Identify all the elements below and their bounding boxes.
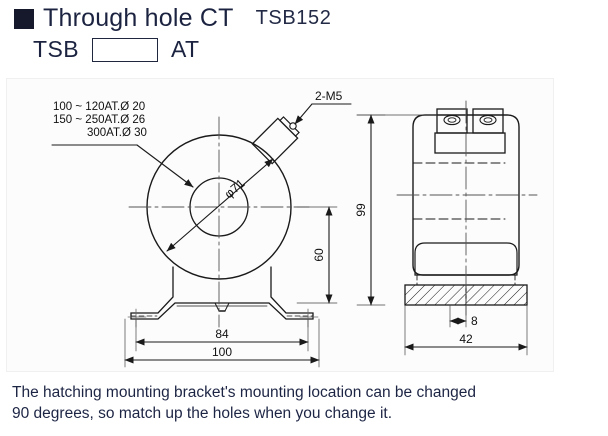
subtitle-row: TSB AT (33, 36, 199, 63)
terminal-blocks-side (434, 108, 506, 154)
dim-100 (124, 318, 320, 368)
spec-leader (51, 144, 194, 188)
bolt-hole-marks (127, 308, 319, 328)
dim-label-99: 99 (354, 203, 368, 217)
page-header: Through hole CT TSB152 TSB AT (0, 0, 608, 76)
dim-label-100: 100 (212, 345, 232, 359)
technical-drawing-panel: 100 ~ 120AT.Ø 20 150 ~ 250AT.Ø 26 300AT.… (6, 78, 554, 372)
mounting-bracket-front (130, 266, 314, 320)
dim-label-84: 84 (215, 327, 229, 341)
side-body-outline (412, 114, 520, 276)
model-number: TSB152 (255, 7, 332, 29)
dim-8 (449, 304, 467, 328)
caption-line-1: The hatching mounting bracket's mounting… (12, 384, 476, 401)
subtitle-prefix: TSB (33, 36, 79, 62)
terminal-label: 2-M5 (315, 89, 343, 103)
spec-line-3: 300AT.Ø 30 (87, 127, 147, 139)
caption-line-2: 90 degrees, so match up the holes when y… (12, 405, 392, 422)
bore-diameter-label: φ71 (222, 176, 248, 201)
filled-square-bullet-icon (14, 8, 34, 29)
terminal-block-front (251, 116, 300, 165)
spec-line-1: 100 ~ 120AT.Ø 20 (53, 101, 145, 113)
subtitle-suffix: AT (170, 36, 200, 62)
front-view-group (51, 103, 352, 368)
side-view-group (356, 100, 538, 356)
page-title: Through hole CT (43, 4, 234, 32)
dim-99 (356, 114, 386, 306)
dim-60 (296, 206, 338, 304)
dim-label-8: 8 (471, 314, 478, 328)
dim-label-60: 60 (312, 248, 326, 262)
rating-value-box[interactable] (91, 37, 158, 62)
title-row: Through hole CT TSB152 (14, 4, 331, 33)
terminal-label-leader (294, 103, 352, 125)
dim-84 (135, 318, 309, 352)
bore-diameter-leader (166, 158, 274, 252)
technical-drawing: 100 ~ 120AT.Ø 20 150 ~ 250AT.Ø 26 300AT.… (51, 89, 538, 368)
dim-42 (404, 304, 528, 356)
dim-label-42: 42 (459, 332, 473, 346)
spec-line-2: 150 ~ 250AT.Ø 26 (53, 114, 145, 126)
caption-text: The hatching mounting bracket's mounting… (12, 382, 598, 424)
